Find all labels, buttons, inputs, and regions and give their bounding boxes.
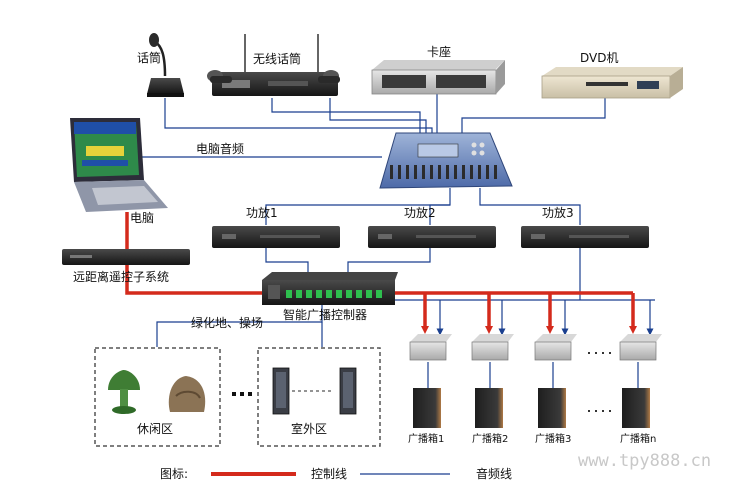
column-speaker-1-device [272,367,290,415]
speaker-box-1 [413,388,441,428]
label-dvd: DVD机 [580,51,618,65]
rock-speaker-device [168,376,206,412]
ellipsis-dots-speaker [588,410,611,412]
relay-box-2 [471,334,514,361]
speaker-box-n [622,388,650,428]
label-green-area: 绿化地、操场 [191,315,263,330]
amplifier-3-device [521,226,649,248]
wireless-mic-device [207,34,340,96]
label-cassette: 卡座 [427,44,451,59]
dvd-player-device [541,67,683,99]
label-pc-audio: 电脑音频 [196,141,244,156]
ellipsis-dots-relay [588,352,611,354]
ellipsis-dots-leisure [232,392,252,396]
label-controller: 智能广播控制器 [283,307,367,322]
column-speaker-2-device [339,367,357,415]
label-amp3: 功放3 [542,205,574,220]
legend-control-label: 控制线 [311,467,347,481]
label-speaker-1: 广播箱1 [408,432,444,445]
relay-box-1 [409,334,452,361]
label-microphone: 话筒 [137,50,161,65]
legend-title: 图标: [160,467,188,481]
speaker-box-2 [475,388,503,428]
audio-lines [142,93,655,388]
label-speaker-2: 广播箱2 [472,432,508,445]
relay-box-3 [534,334,577,361]
label-leisure: 休闲区 [137,422,173,436]
speaker-box-3 [538,388,566,428]
outdoor-area-box [257,347,381,447]
label-speaker-3: 广播箱3 [535,432,571,445]
label-amp1: 功放1 [246,205,278,220]
legend-audio-label: 音频线 [476,466,512,481]
amplifier-2-device [368,226,496,248]
label-remote-system: 远距离遥控子系统 [73,269,169,284]
cassette-deck-device [371,60,505,95]
label-computer: 电脑 [130,211,154,225]
label-outdoor: 室外区 [291,421,327,436]
mixer-device [379,132,513,189]
watermark-text: www.tpy888.cn [578,451,711,471]
laptop-computer-device [70,118,168,212]
mushroom-speaker-device [108,370,140,414]
amplifier-1-device [212,226,340,248]
remote-subsystem-device [62,249,190,265]
label-amp2: 功放2 [404,205,436,220]
broadcast-controller-device [262,272,398,305]
label-speaker-n: 广播箱n [620,432,656,445]
control-lines [125,212,637,334]
label-wireless-mic: 无线话筒 [253,51,301,66]
relay-box-n [619,334,662,361]
microphone-device [147,33,184,97]
